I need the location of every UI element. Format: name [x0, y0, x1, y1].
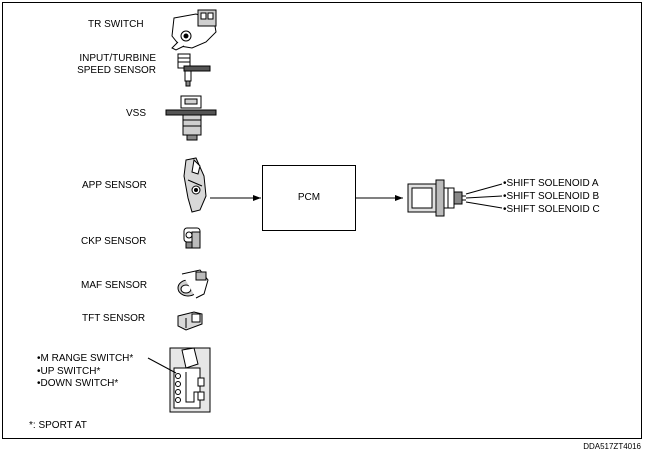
- manual-switch-item: UP SWITCH*: [37, 366, 133, 379]
- vss-icon: [165, 95, 217, 141]
- footnote: *: SPORT AT: [29, 420, 87, 431]
- leader-line-solenoid-a: [465, 183, 503, 195]
- label-tft-sensor: TFT SENSOR: [82, 313, 146, 324]
- output-solenoid-item: SHIFT SOLENOID A: [503, 177, 600, 190]
- label-ckp-sensor: CKP SENSOR: [81, 236, 147, 247]
- label-tr-switch: TR SWITCH: [88, 19, 144, 30]
- selector-lever-icon: [169, 347, 211, 413]
- label-maf-sensor: MAF SENSOR: [81, 280, 148, 291]
- tft-sensor-icon: [177, 311, 203, 331]
- leader-line-manual-switch: [147, 357, 177, 374]
- shift-solenoid-icon: [407, 179, 466, 217]
- figure-code: DDA517ZT4016: [583, 442, 641, 451]
- tr-switch-icon: [171, 9, 217, 51]
- manual-switch-list: M RANGE SWITCH* UP SWITCH* DOWN SWITCH*: [37, 353, 134, 391]
- output-solenoid-list: SHIFT SOLENOID A SHIFT SOLENOID B SHIFT …: [503, 177, 600, 216]
- speed-sensor-icon: [177, 53, 211, 87]
- label-app-sensor: APP SENSOR: [82, 180, 147, 191]
- label-input-turbine-speed-sensor: INPUT/TURBINE SPEED SENSOR: [77, 53, 156, 76]
- leader-line-solenoid-b: [465, 195, 503, 199]
- pcm-label: PCM: [297, 192, 321, 203]
- app-sensor-icon: [183, 157, 207, 213]
- pcm-box: [262, 165, 356, 231]
- manual-switch-item: M RANGE SWITCH*: [37, 353, 134, 366]
- leader-line-solenoid-c: [465, 201, 503, 209]
- ckp-sensor-icon: [183, 227, 201, 249]
- maf-sensor-icon: [177, 269, 209, 299]
- diagram-frame: [2, 2, 642, 439]
- output-solenoid-item: SHIFT SOLENOID C: [503, 203, 600, 216]
- label-vss: VSS: [126, 108, 147, 119]
- manual-switch-item: DOWN SWITCH*: [37, 378, 133, 391]
- output-solenoid-item: SHIFT SOLENOID B: [503, 190, 600, 203]
